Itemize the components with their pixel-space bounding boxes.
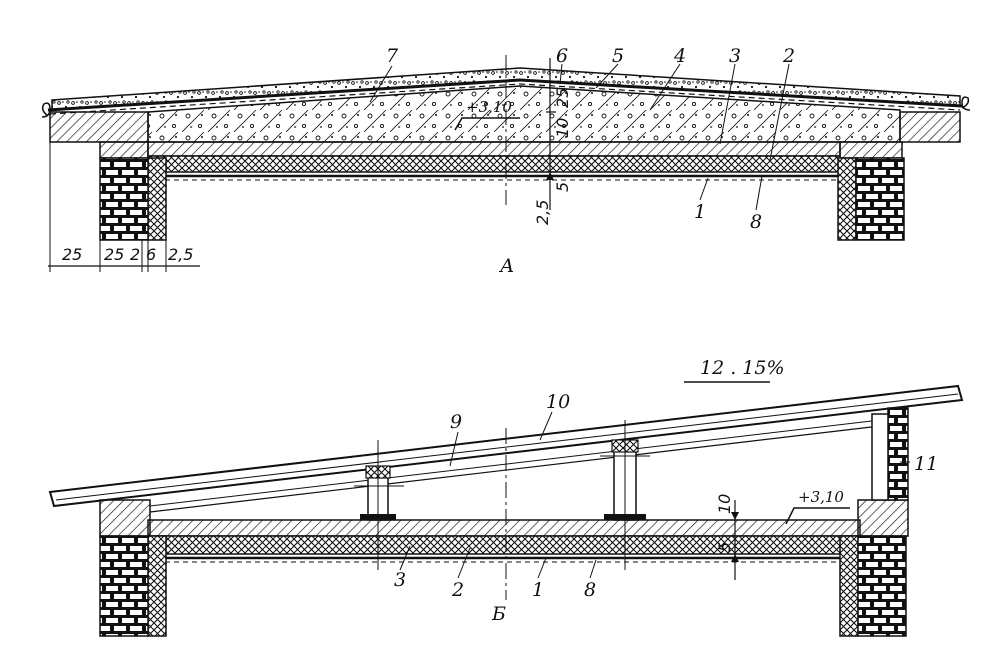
section-b-post-right <box>604 420 646 570</box>
section-a-hdim-2: 2 <box>130 245 140 264</box>
section-b-callout-8: 8 <box>584 579 596 601</box>
section-a-right-wall <box>855 157 905 241</box>
section-a-left-parapet <box>49 111 149 143</box>
section-b-slab <box>147 519 861 537</box>
section-b-callout-11: 11 <box>914 453 938 475</box>
section-b-right-brick-post <box>887 407 909 501</box>
section-a-dim-25: 25 <box>553 88 572 108</box>
section-a-membrane <box>47 78 963 112</box>
section-b-callout-3: 3 <box>394 569 406 591</box>
section-b-elevation: +3,10 <box>798 488 844 506</box>
section-b-roof-panel <box>48 384 964 508</box>
section-a-callout-4: 4 <box>673 45 686 67</box>
section-b-callout-1: 1 <box>532 579 544 601</box>
section-a-caption: А <box>498 255 514 277</box>
section-a-dim-2-5: 2,5 <box>533 200 552 225</box>
section-b-insulation <box>147 535 861 555</box>
section-a-callout-8: 8 <box>750 211 762 233</box>
section-a-hdim-1: 25 <box>104 245 124 264</box>
section-a-callout-7: 7 <box>386 45 399 67</box>
section-b-dim-5: 5 <box>715 542 734 552</box>
section-a: +3,10 25 10 2,5 5 25 25 2 6 2,5 7 <box>41 45 971 277</box>
section-a-left-wall <box>99 157 149 241</box>
section-b-right-wall <box>857 535 907 637</box>
section-a-dim-5: 5 <box>553 182 572 192</box>
section-b: 12 . 15% +3,10 10 5 9 10 11 3 2 1 8 Б <box>48 357 964 637</box>
section-b-caption: Б <box>491 603 506 625</box>
section-b-dim-10: 10 <box>715 494 734 514</box>
section-a-right-parapet <box>899 111 961 143</box>
section-a-callout-6: 6 <box>556 45 568 67</box>
section-a-callout-3: 3 <box>729 45 741 67</box>
section-a-callout-2: 2 <box>782 45 795 67</box>
section-a-hdim-4: 2,5 <box>168 245 193 264</box>
section-a-insulation <box>147 155 841 173</box>
section-a-hdim-3: 6 <box>146 245 156 264</box>
section-a-hdim-0: 25 <box>62 245 82 264</box>
section-b-callout-2: 2 <box>451 579 464 601</box>
section-a-slab <box>147 141 841 157</box>
section-a-callout-1: 1 <box>694 201 706 223</box>
section-a-dim-10: 10 <box>553 118 572 138</box>
section-b-slope: 12 . 15% <box>700 357 785 379</box>
section-b-callout-9: 9 <box>450 411 462 433</box>
section-b-callout-10: 10 <box>546 391 570 413</box>
section-a-elevation: +3,10 <box>466 98 512 116</box>
section-a-callout-5: 5 <box>612 45 624 67</box>
section-b-post-left <box>360 440 396 570</box>
section-b-left-wall <box>99 535 149 637</box>
